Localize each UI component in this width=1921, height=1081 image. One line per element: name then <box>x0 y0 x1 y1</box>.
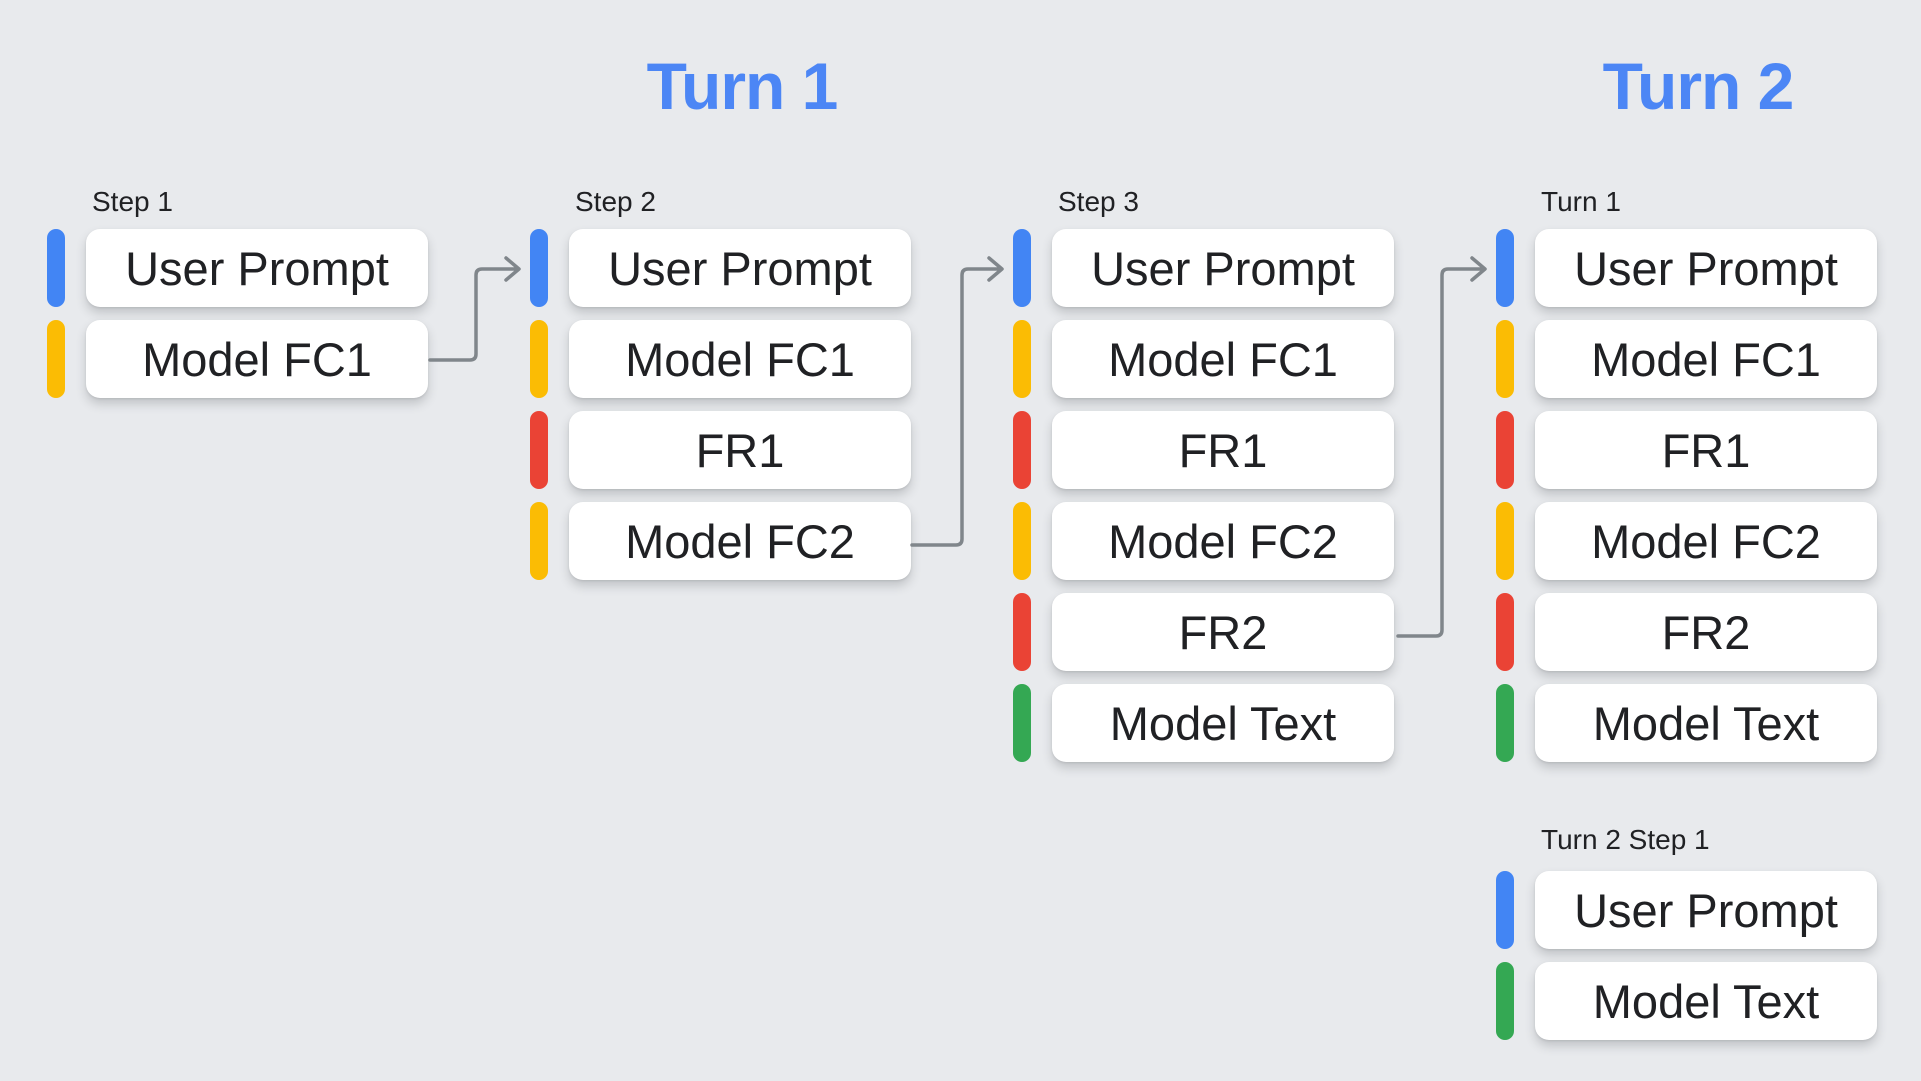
node-row-fr1: FR1 <box>1496 411 1877 489</box>
node-row-user-prompt: User Prompt <box>1013 229 1394 307</box>
column-label: Step 2 <box>575 186 656 217</box>
title-turn-2: Turn 2 <box>1602 49 1795 123</box>
column-label: Step 3 <box>1058 186 1139 217</box>
model-fc-color-bar <box>530 320 548 398</box>
user-prompt-color-bar <box>1496 229 1514 307</box>
function-response-color-bar <box>1013 411 1031 489</box>
node-row-model-fc1: Model FC1 <box>1013 320 1394 398</box>
column-step-2: Step 2 User Prompt Model FC1 FR1 Model F… <box>530 186 911 593</box>
node-row-fr1: FR1 <box>1013 411 1394 489</box>
node-row-model-fc1: Model FC1 <box>530 320 911 398</box>
user-prompt-card: User Prompt <box>1052 229 1394 307</box>
function-response-color-bar <box>1496 593 1514 671</box>
model-text-card: Model Text <box>1535 684 1877 762</box>
function-response-card: FR2 <box>1535 593 1877 671</box>
node-row-model-fc1: Model FC1 <box>47 320 428 398</box>
column-label: Turn 1 <box>1541 186 1621 217</box>
arrow-step1-to-step2 <box>428 256 521 362</box>
column-turn-1: Turn 1 User Prompt Model FC1 FR1 Model F… <box>1496 186 1877 775</box>
model-fc-card: Model FC2 <box>569 502 911 580</box>
node-row-fr2: FR2 <box>1496 593 1877 671</box>
user-prompt-card: User Prompt <box>569 229 911 307</box>
user-prompt-card: User Prompt <box>1535 229 1877 307</box>
column-step-1: Step 1 User Prompt Model FC1 <box>47 186 428 411</box>
arrow-step2-to-step3 <box>910 256 1004 547</box>
model-fc-card: Model FC1 <box>1052 320 1394 398</box>
node-row-model-fc2: Model FC2 <box>530 502 911 580</box>
model-fc-card: Model FC1 <box>86 320 428 398</box>
node-row-user-prompt: User Prompt <box>1496 871 1877 949</box>
node-row-model-fc1: Model FC1 <box>1496 320 1877 398</box>
model-fc-color-bar <box>1496 502 1514 580</box>
section-turn-2-step-1: Turn 2 Step 1 User Prompt Model Text <box>1496 824 1877 1053</box>
user-prompt-color-bar <box>1496 871 1514 949</box>
function-response-color-bar <box>1013 593 1031 671</box>
model-text-card: Model Text <box>1052 684 1394 762</box>
node-row-fr2: FR2 <box>1013 593 1394 671</box>
node-row-model-text: Model Text <box>1013 684 1394 762</box>
model-text-color-bar <box>1496 684 1514 762</box>
node-row-model-text: Model Text <box>1496 684 1877 762</box>
function-response-color-bar <box>1496 411 1514 489</box>
model-text-color-bar <box>1013 684 1031 762</box>
model-fc-card: Model FC2 <box>1052 502 1394 580</box>
title-turn-1: Turn 1 <box>646 49 839 123</box>
function-response-card: FR1 <box>569 411 911 489</box>
model-fc-color-bar <box>1013 502 1031 580</box>
node-row-user-prompt: User Prompt <box>1496 229 1877 307</box>
node-row-model-text: Model Text <box>1496 962 1877 1040</box>
node-row-user-prompt: User Prompt <box>47 229 428 307</box>
node-row-fr1: FR1 <box>530 411 911 489</box>
model-fc-color-bar <box>47 320 65 398</box>
arrow-step3-to-turn1 <box>1396 256 1487 638</box>
user-prompt-card: User Prompt <box>1535 871 1877 949</box>
model-text-color-bar <box>1496 962 1514 1040</box>
node-row-user-prompt: User Prompt <box>530 229 911 307</box>
function-response-color-bar <box>530 411 548 489</box>
column-label: Step 1 <box>92 186 173 217</box>
function-response-card: FR1 <box>1535 411 1877 489</box>
model-fc-color-bar <box>1013 320 1031 398</box>
column-label: Turn 2 Step 1 <box>1541 824 1710 855</box>
column-step-3: Step 3 User Prompt Model FC1 FR1 Model F… <box>1013 186 1394 775</box>
model-fc-card: Model FC1 <box>1535 320 1877 398</box>
model-fc-color-bar <box>530 502 548 580</box>
user-prompt-color-bar <box>47 229 65 307</box>
function-response-card: FR2 <box>1052 593 1394 671</box>
user-prompt-color-bar <box>1013 229 1031 307</box>
model-fc-card: Model FC1 <box>569 320 911 398</box>
model-fc-card: Model FC2 <box>1535 502 1877 580</box>
user-prompt-color-bar <box>530 229 548 307</box>
node-row-model-fc2: Model FC2 <box>1013 502 1394 580</box>
model-fc-color-bar <box>1496 320 1514 398</box>
node-row-model-fc2: Model FC2 <box>1496 502 1877 580</box>
function-response-card: FR1 <box>1052 411 1394 489</box>
model-text-card: Model Text <box>1535 962 1877 1040</box>
user-prompt-card: User Prompt <box>86 229 428 307</box>
